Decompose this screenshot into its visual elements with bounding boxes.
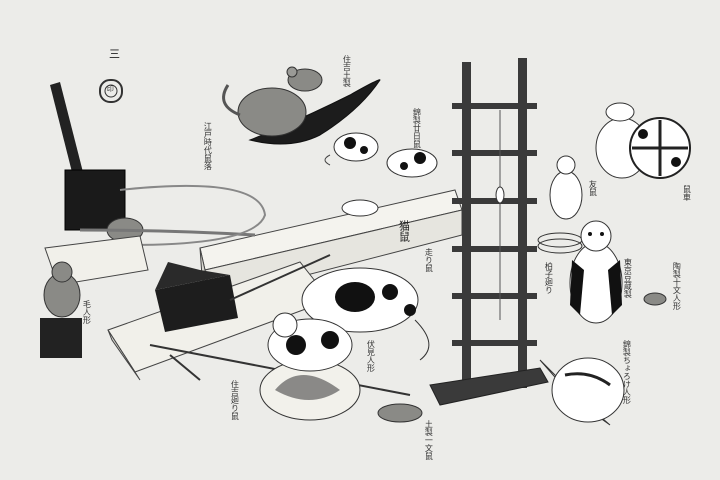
label-sumiyoshi-clay: 住吉土製: [342, 55, 352, 87]
label-fushimi-doll: 伏見人形: [366, 340, 376, 372]
label-shinsei-roll: 錦製ちょろけ人形: [622, 340, 632, 404]
basket-mouse: [259, 312, 361, 421]
label-neko-nezumi: 猫鼠: [397, 220, 411, 242]
tiny-mouse: [643, 292, 667, 306]
label-tosei-mouse: 陶製十文人形: [672, 262, 682, 310]
drum-wheel-toy: [595, 102, 691, 179]
label-sumiyoshi-wheel: 住吉廻り鼠: [230, 380, 240, 420]
large-spotted-mouse: [301, 267, 430, 361]
label-edo-trap: 江戸時代鼠落: [203, 122, 213, 170]
label-hair-doll: 毛人形: [82, 300, 92, 324]
ladder-toy: [429, 58, 549, 406]
small-spotted-mouse: [341, 199, 379, 217]
red-seal-stamp: [99, 79, 123, 103]
label-nishiki-mice: 錦製廿日鼠: [412, 108, 422, 148]
title-mark: 三: [107, 48, 121, 59]
spotted-mice-pair: [324, 132, 438, 178]
label-nezumi-guruma: 鼠車: [682, 185, 692, 201]
mouse-on-leaf: [222, 66, 381, 145]
black-box-toy: [155, 254, 331, 332]
round-faced-toy: [539, 357, 625, 426]
label-tokyo-mamezo: 東京豆蔵製: [623, 258, 633, 298]
label-tomo-nezumi: 友鼠: [588, 180, 598, 196]
black-box-trap: [44, 82, 267, 286]
spring-mouse: [537, 155, 583, 254]
label-kashiwa-mawari: 柏子廻り: [544, 262, 554, 294]
hair-brush-mouse: [40, 261, 82, 358]
label-clay-mouse: 土製一文鼠: [424, 420, 434, 460]
kimono-doll: [569, 220, 623, 324]
small-grey-mouse: [377, 403, 423, 423]
seal-text: 印: [106, 85, 115, 92]
label-hashiri-mouse: 走り鼠: [424, 248, 434, 272]
